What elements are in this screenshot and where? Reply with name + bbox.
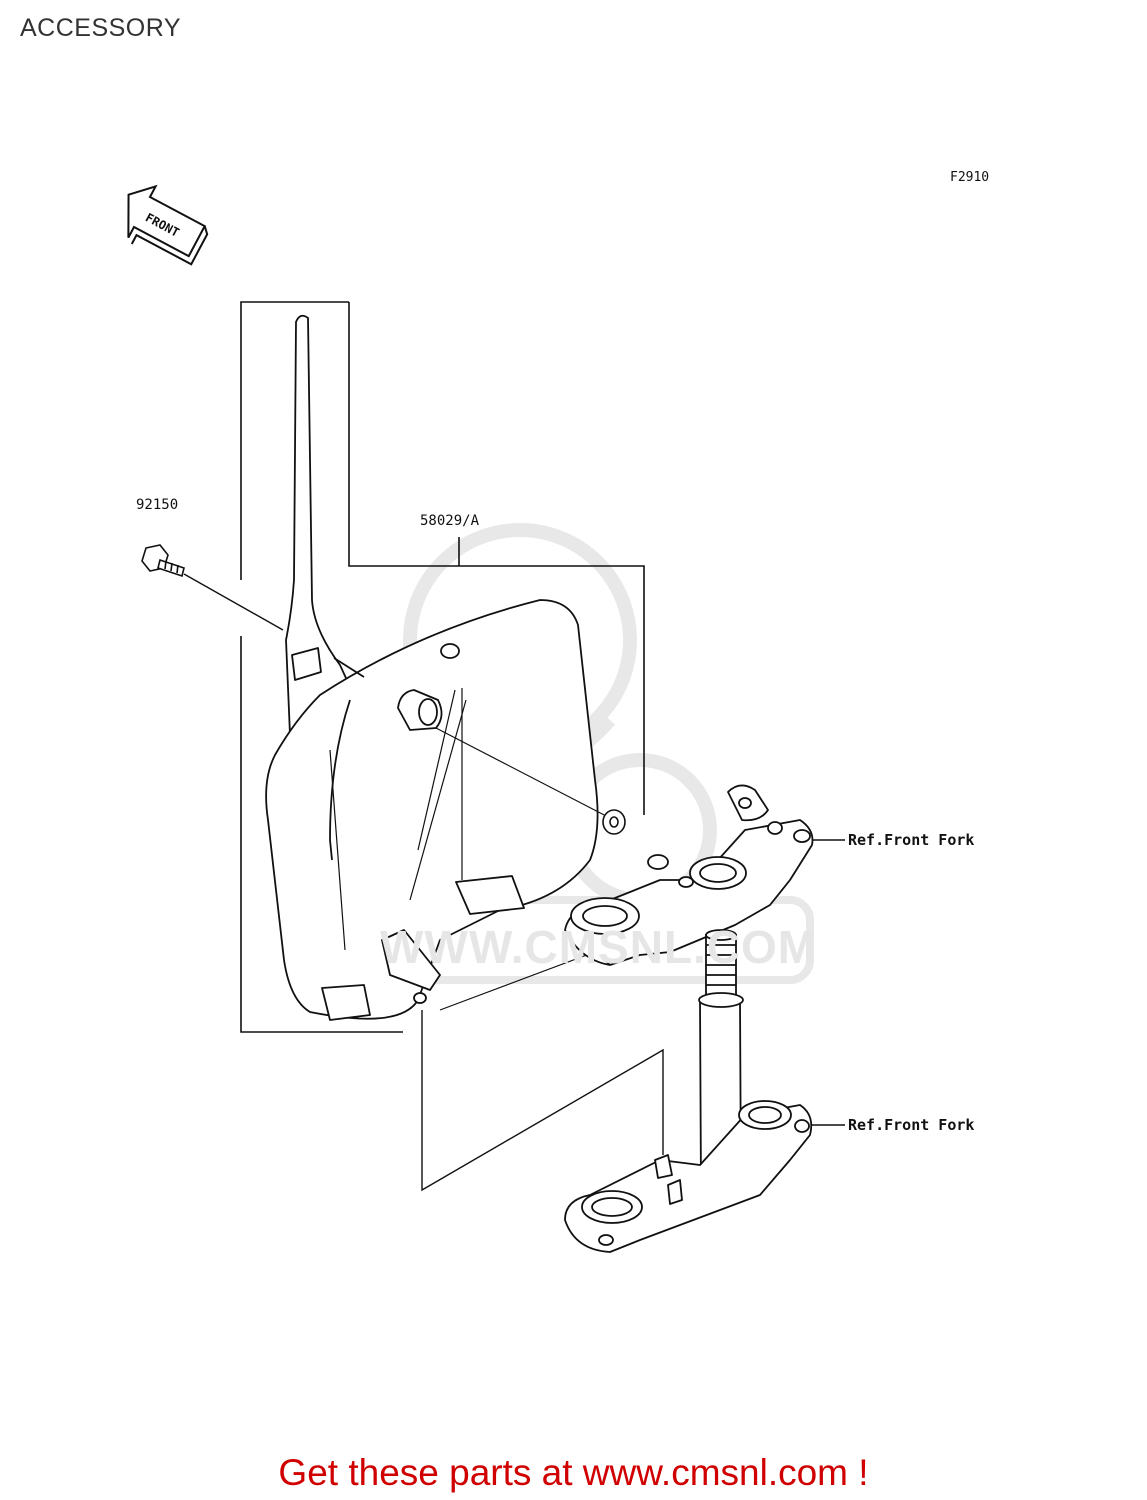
washer-icon xyxy=(602,809,626,835)
part-number-58029-a: 58029/A xyxy=(420,513,480,529)
lower-triple-clamp-icon xyxy=(564,1100,813,1253)
cmsnl-link[interactable]: Get these parts at www.cmsnl.com ! xyxy=(278,1452,869,1493)
assembly-bracket xyxy=(240,301,645,1033)
page-title: ACCESSORY xyxy=(20,14,182,42)
upper-triple-clamp-icon xyxy=(564,784,814,966)
guard-detail-lines xyxy=(329,688,611,1011)
bolt-leader-line xyxy=(183,573,284,631)
figure-code: F2910 xyxy=(950,170,990,185)
ref-front-fork-lower: Ref.Front Fork xyxy=(848,1116,975,1134)
fork-guard-icon xyxy=(265,314,599,1021)
part-number-92150: 92150 xyxy=(136,497,179,513)
front-arrow-icon: FRONT xyxy=(127,184,209,266)
ref-front-fork-upper: Ref.Front Fork xyxy=(848,831,975,849)
lower-bracket-lines xyxy=(421,1010,664,1192)
watermark-text: WWW.CMSNL.COM xyxy=(380,921,818,973)
bolt-icon xyxy=(141,544,185,578)
